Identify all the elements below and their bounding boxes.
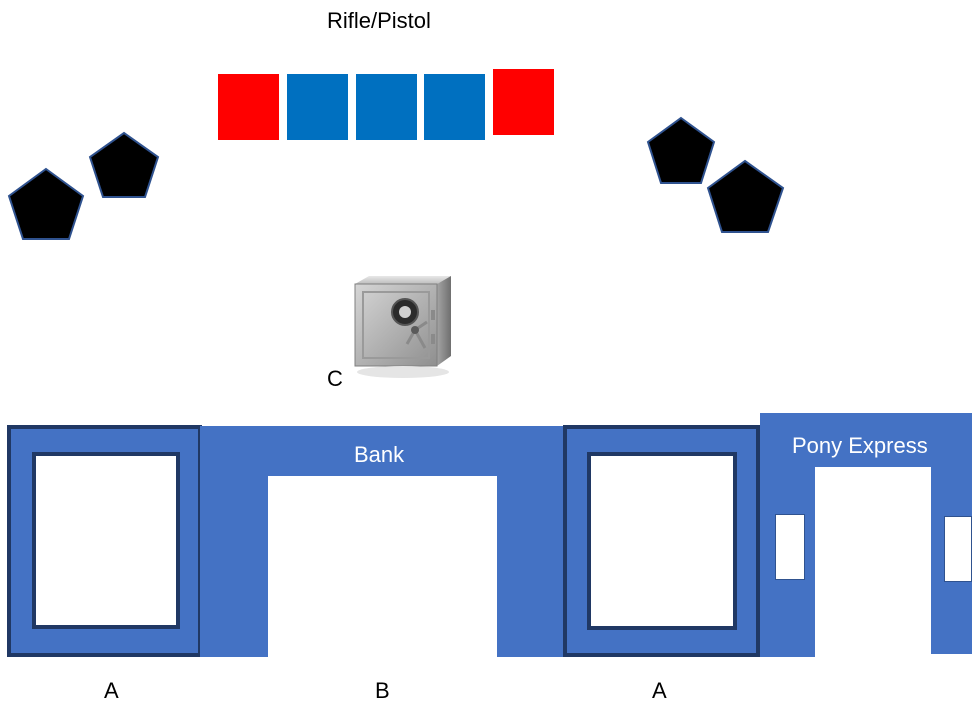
pentagon-right-front — [706, 159, 785, 233]
position-b-label: B — [375, 678, 390, 703]
pony-express-label: Pony Express — [792, 433, 928, 458]
bank-label: Bank — [354, 442, 405, 467]
position-a-left-label: A — [104, 678, 119, 703]
window-a-right — [587, 452, 737, 630]
safe-icon — [354, 276, 451, 378]
pentagon-targets — [7, 116, 785, 240]
pentagon-right-back — [646, 116, 716, 184]
pony-right-window — [944, 516, 972, 582]
pony-left-window — [775, 514, 805, 580]
window-a-left — [32, 452, 180, 629]
pentagon-left-back — [88, 131, 160, 198]
target-red-right — [493, 69, 554, 135]
bank-sign — [200, 426, 565, 476]
pony-express-sign — [760, 413, 972, 467]
target-blue-1 — [287, 74, 348, 140]
bank-left-post — [200, 470, 268, 657]
position-c-label: C — [327, 366, 343, 391]
target-blue-2 — [356, 74, 417, 140]
target-blue-3 — [424, 74, 485, 140]
pentagon-left-front — [7, 167, 85, 240]
rifle-pistol-label: Rifle/Pistol — [327, 8, 431, 33]
target-red-left — [218, 74, 279, 140]
position-a-right-label: A — [652, 678, 667, 703]
bank-right-post — [497, 470, 565, 657]
